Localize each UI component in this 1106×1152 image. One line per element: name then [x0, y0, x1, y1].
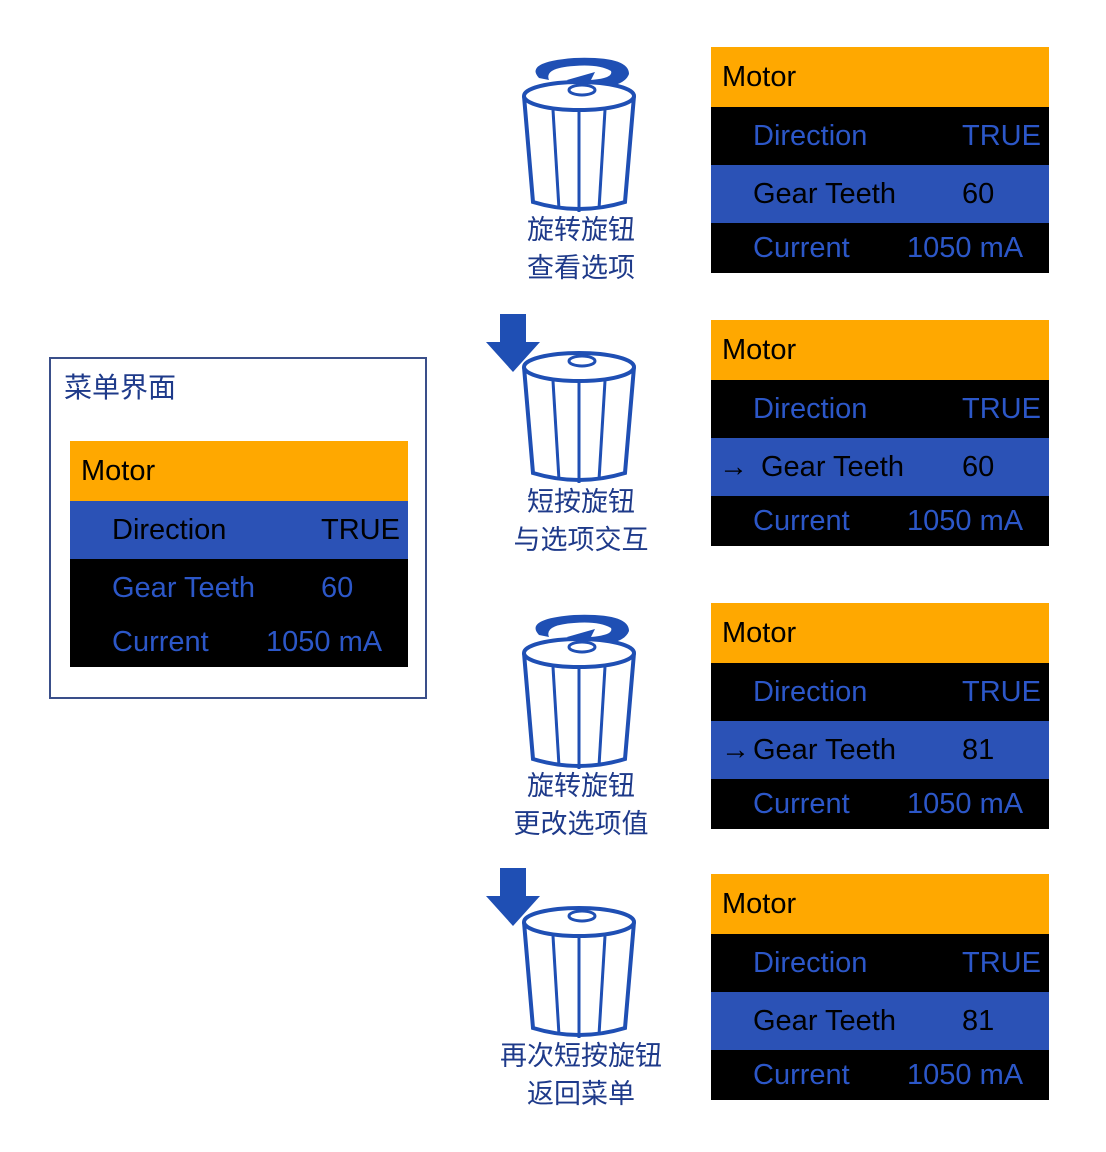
row-label: Direction [753, 393, 868, 425]
row-value: TRUE [321, 514, 400, 546]
press-knob-icon [522, 351, 636, 485]
row-value: TRUE [962, 676, 1041, 708]
row-label: Gear Teeth [761, 451, 904, 483]
screen-header: Motor [711, 320, 1049, 380]
row-label: Gear Teeth [753, 1005, 896, 1037]
caption-line: 与选项交互 [513, 525, 649, 556]
row-label: Gear Teeth [112, 572, 255, 604]
row-value: 60 [962, 178, 995, 210]
press-knob-icon [522, 906, 636, 1040]
menu-row-gear-teeth[interactable]: → Gear Teeth 60 [711, 438, 1049, 496]
step-caption: 旋转旋钮 查看选项 [481, 212, 681, 288]
row-value: TRUE [962, 947, 1041, 979]
row-label: Current [753, 505, 850, 537]
menu-row-direction[interactable]: Direction TRUE [711, 663, 1049, 721]
row-label: Direction [753, 676, 868, 708]
screen-header: Motor [711, 603, 1049, 663]
row-value: 1050 mA [266, 626, 383, 658]
row-label: Gear Teeth [753, 734, 896, 766]
step-caption: 短按旋钮 与选项交互 [481, 484, 681, 560]
menu-row-current[interactable]: Current 1050 mA [711, 779, 1049, 829]
menu-row-gear-teeth[interactable]: Gear Teeth 60 [70, 559, 408, 617]
step-caption: 旋转旋钮 更改选项值 [481, 768, 681, 844]
menu-row-direction[interactable]: Direction TRUE [711, 107, 1049, 165]
right-arrow-icon: → [721, 734, 750, 766]
step3-screen: Motor Direction TRUE → Gear Teeth 81 Cur… [711, 603, 1049, 829]
caption-line: 旋转旋钮 [527, 771, 635, 802]
caption-line: 更改选项值 [513, 809, 649, 840]
screen-header: Motor [711, 47, 1049, 107]
step1-screen: Motor Direction TRUE Gear Teeth 60 Curre… [711, 47, 1049, 273]
row-value: 81 [962, 1005, 995, 1037]
row-label: Direction [753, 120, 868, 152]
right-arrow-icon: → [719, 451, 748, 483]
row-value: 60 [321, 572, 354, 604]
menu-overview-title: 菜单界面 [64, 371, 177, 404]
row-label: Current [753, 788, 850, 820]
row-value: TRUE [962, 120, 1041, 152]
row-label: Direction [753, 947, 868, 979]
caption-line: 再次短按旋钮 [500, 1041, 662, 1072]
screen-header-label: Motor [722, 888, 797, 920]
menu-overview-frame [49, 357, 427, 699]
row-value: TRUE [962, 393, 1041, 425]
row-value: 1050 mA [907, 1059, 1024, 1091]
menu-row-direction[interactable]: Direction TRUE [70, 501, 408, 559]
menu-row-current[interactable]: Current 1050 mA [70, 617, 408, 667]
row-label: Current [112, 626, 209, 658]
menu-row-gear-teeth[interactable]: Gear Teeth 60 [711, 165, 1049, 223]
rotate-knob-icon [522, 57, 636, 214]
row-label: Current [753, 232, 850, 264]
screen-header-label: Motor [81, 455, 156, 487]
step4-screen: Motor Direction TRUE Gear Teeth 81 Curre… [711, 874, 1049, 1100]
row-value: 60 [962, 451, 995, 483]
caption-line: 返回菜单 [527, 1079, 635, 1110]
menu-row-current[interactable]: Current 1050 mA [711, 1050, 1049, 1100]
rotate-knob-icon [522, 614, 636, 771]
row-value: 1050 mA [907, 232, 1024, 264]
row-label: Direction [112, 514, 227, 546]
caption-line: 旋转旋钮 [527, 215, 635, 246]
step2-screen: Motor Direction TRUE → Gear Teeth 60 Cur… [711, 320, 1049, 546]
menu-row-gear-teeth[interactable]: → Gear Teeth 81 [711, 721, 1049, 779]
step-caption: 再次短按旋钮 返回菜单 [481, 1038, 681, 1114]
menu-row-gear-teeth[interactable]: Gear Teeth 81 [711, 992, 1049, 1050]
row-label: Current [753, 1059, 850, 1091]
screen-header: Motor [711, 874, 1049, 934]
menu-row-direction[interactable]: Direction TRUE [711, 934, 1049, 992]
caption-line: 短按旋钮 [527, 487, 635, 518]
screen-header-label: Motor [722, 334, 797, 366]
caption-line: 查看选项 [527, 253, 635, 284]
menu-row-direction[interactable]: Direction TRUE [711, 380, 1049, 438]
screen-header: Motor [70, 441, 408, 501]
down-arrow-icon [486, 314, 540, 372]
menu-row-current[interactable]: Current 1050 mA [711, 223, 1049, 273]
row-value: 1050 mA [907, 505, 1024, 537]
screen-header-label: Motor [722, 61, 797, 93]
screen-header-label: Motor [722, 617, 797, 649]
down-arrow-icon [486, 868, 540, 926]
row-label: Gear Teeth [753, 178, 896, 210]
row-value: 1050 mA [907, 788, 1024, 820]
overview-screen: Motor Direction TRUE Gear Teeth 60 Curre… [70, 441, 408, 667]
menu-row-current[interactable]: Current 1050 mA [711, 496, 1049, 546]
row-value: 81 [962, 734, 995, 766]
